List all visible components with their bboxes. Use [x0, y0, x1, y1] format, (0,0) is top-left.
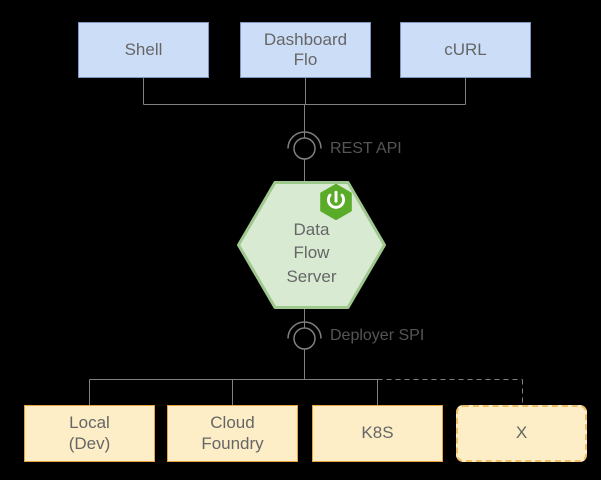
client-label: Dashboard Flo	[263, 29, 348, 69]
client-node-dashboard-flo[interactable]: Dashboard Flo	[240, 22, 371, 78]
client-label: Shell	[124, 39, 163, 59]
server-label-line-2: Flow	[293, 243, 330, 263]
deployer-label: X	[515, 423, 528, 443]
deployer-label: Cloud Foundry	[201, 413, 264, 453]
deployer-label: Local (Dev)	[68, 413, 111, 453]
client-node-shell[interactable]: Shell	[78, 22, 209, 78]
client-node-curl[interactable]: cURL	[400, 22, 531, 78]
deployer-node-local-dev[interactable]: Local (Dev)	[24, 405, 155, 462]
server-label-line-3: Server	[286, 266, 337, 286]
deployer-node-cloud-foundry[interactable]: Cloud Foundry	[167, 405, 298, 462]
hexagon-shape	[237, 181, 386, 309]
deployer-spi-connector-icon	[287, 321, 322, 350]
deployer-node-placeholder-x[interactable]: X	[456, 405, 587, 462]
data-flow-server-node[interactable]: Data Flow Server	[237, 181, 386, 309]
deployer-spi-label: Deployer SPI	[330, 327, 425, 344]
deployer-label: K8S	[361, 423, 394, 443]
rest-api-label: REST API	[330, 140, 402, 157]
rest-api-connector-icon	[287, 131, 322, 160]
server-label-group: Data Flow Server	[237, 181, 386, 309]
server-label-line-1: Data	[293, 219, 330, 239]
client-label: cURL	[444, 39, 487, 59]
spring-boot-logo-icon	[320, 183, 352, 221]
deployer-node-k8s[interactable]: K8S	[312, 405, 443, 462]
